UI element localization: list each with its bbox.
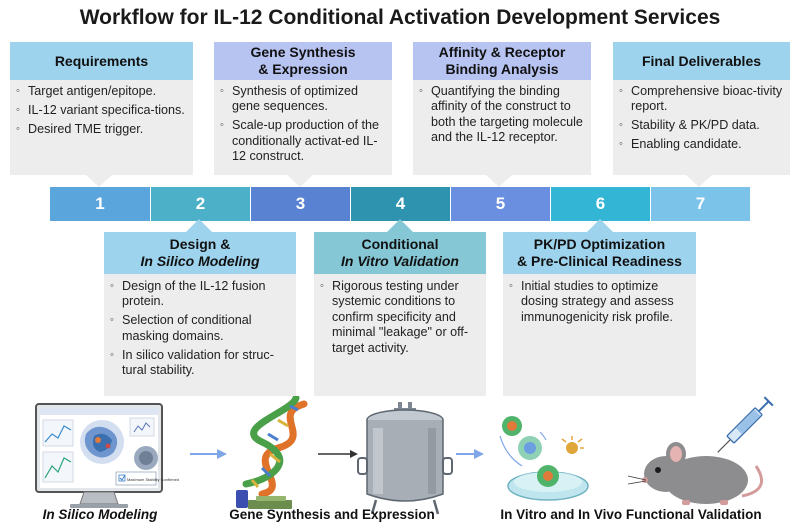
step-number-2: 2 [151,187,250,221]
step-card-final-deliverables: Final Deliverables Comprehensive bioac-t… [613,42,790,175]
callout-pointer [387,219,413,232]
step-title: Requirements [54,52,149,69]
callout-pointer [587,219,613,232]
syringe-icon [717,396,774,453]
list-item: Comprehensive bioac-tivity report. [619,84,786,115]
step-title: PK/PD Optimization [533,236,666,252]
step-number-3: 3 [251,187,350,221]
step-card-affinity-binding: Affinity & Receptor Binding Analysis Qua… [413,42,591,175]
list-item: Initial studies to optimize dosing strat… [509,279,692,325]
computer-monitor-icon: Maximum Stability Confirmed [35,403,179,508]
step-title: & Pre-Clinical Readiness [517,253,682,269]
bullet-list: Quantifying the binding affinity of the … [419,84,587,149]
step-header: Design & In Silico Modeling [104,232,296,274]
step-header: Requirements [10,42,193,80]
step-title: Affinity & Receptor [438,44,566,60]
callout-pointer [686,175,712,187]
bioreactor-vessel-icon [357,402,453,515]
list-item: Design of the IL-12 fusion protein. [110,279,292,310]
step-number-5: 5 [451,187,550,221]
bullet-list: Rigorous testing under systemic conditio… [320,279,482,360]
step-title: Conditional [361,236,439,252]
list-item: Scale-up production of the conditionally… [220,118,388,164]
step-title: In Silico Modeling [140,253,260,269]
dna-helix-icon [236,396,308,509]
list-item: Stability & PK/PD data. [619,118,786,134]
list-item: Rigorous testing under systemic conditio… [320,279,482,356]
bullet-list: Comprehensive bioac-tivity report. Stabi… [619,84,786,156]
label-gene-synthesis-expression: Gene Synthesis and Expression [229,507,435,522]
step-card-pkpd-optimization: PK/PD Optimization & Pre-Clinical Readin… [503,232,696,396]
step-number-7: 7 [651,187,750,221]
callout-pointer [287,175,313,187]
bullet-list: Initial studies to optimize dosing strat… [509,279,692,329]
arrow-icon [474,449,484,459]
step-card-in-vitro-validation: Conditional In Vitro Validation Rigorous… [314,232,486,396]
label-in-silico-modeling: In Silico Modeling [42,507,158,522]
list-item: In silico validation for struc-tural sta… [110,348,292,379]
step-title: Final Deliverables [641,52,762,69]
arrow-icon [217,449,227,459]
step-title: Binding Analysis [445,61,559,77]
step-header: Final Deliverables [613,42,790,80]
step-header: PK/PD Optimization & Pre-Clinical Readin… [503,232,696,274]
step-number-4: 4 [351,187,450,221]
list-item: Enabling candidate. [619,137,786,153]
callout-pointer [186,219,212,232]
step-card-requirements: Requirements Target antigen/epitope. IL-… [10,42,193,175]
callout-pointer [86,175,112,187]
diagram-title: Workflow for IL-12 Conditional Activatio… [79,6,721,29]
step-title: Gene Synthesis [250,44,356,60]
step-title: In Vitro Validation [341,253,459,269]
step-header: Conditional In Vitro Validation [314,232,486,274]
monitor-caption: Maximum Stability Confirmed [127,477,179,482]
list-item: Selection of conditional masking domains… [110,313,292,344]
step-header: Gene Synthesis & Expression [214,42,392,80]
petri-dish-cells-icon [499,416,589,501]
step-card-design-modeling: Design & In Silico Modeling Design of th… [104,232,296,396]
mouse-icon [627,442,764,505]
bullet-list: Synthesis of optimized gene sequences. S… [220,84,388,168]
illustration-strip: Maximum Stability Confirmed [35,396,774,515]
list-item: Target antigen/epitope. [16,84,189,100]
arrow-icon [350,450,358,458]
bullet-list: Design of the IL-12 fusion protein. Sele… [110,279,292,382]
bullet-list: Target antigen/epitope. IL-12 variant sp… [16,84,189,141]
step-number-1: 1 [50,187,150,221]
list-item: IL-12 variant specifica-tions. [16,103,189,119]
step-card-gene-synthesis: Gene Synthesis & Expression Synthesis of… [214,42,392,175]
label-functional-validation: In Vitro and In Vivo Functional Validati… [500,507,762,522]
callout-pointer [486,175,512,187]
list-item: Synthesis of optimized gene sequences. [220,84,388,115]
list-item: Desired TME trigger. [16,122,189,138]
list-item: Quantifying the binding affinity of the … [419,84,587,146]
step-header: Affinity & Receptor Binding Analysis [413,42,591,80]
step-title: & Expression [258,61,348,77]
step-number-6: 6 [551,187,650,221]
step-title: Design & [169,236,231,252]
